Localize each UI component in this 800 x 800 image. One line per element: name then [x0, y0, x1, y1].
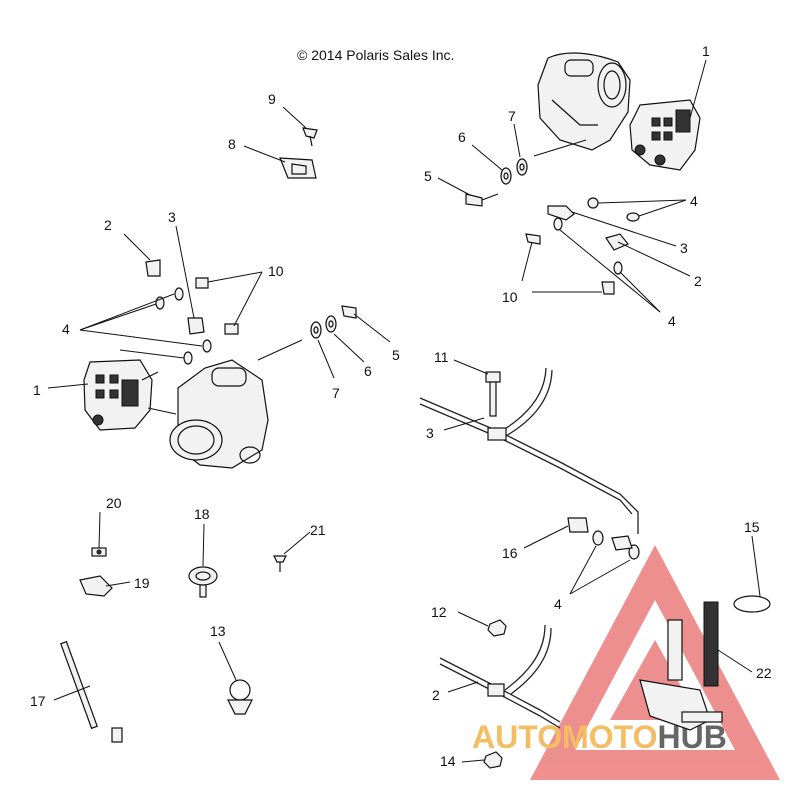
callout-6-right: 6 [458, 129, 466, 145]
caliper-right [629, 99, 701, 171]
washer-4-left-a [174, 287, 184, 301]
callout-17: 17 [30, 693, 46, 709]
callout-10-left: 10 [268, 263, 284, 279]
callout-6-left: 6 [364, 363, 372, 379]
pushpin-13 [227, 679, 253, 715]
banjo-bolt-16 [567, 517, 589, 533]
washer-4-right-d [613, 261, 623, 275]
screw-9 [302, 127, 318, 147]
callout-3-center: 3 [426, 425, 434, 441]
callout-14: 14 [440, 753, 456, 769]
callout-1-left: 1 [33, 382, 41, 398]
watermark-moto: MOTO [562, 719, 657, 755]
banjo-2-left [145, 259, 161, 277]
cable-assembly-3 [419, 367, 639, 534]
callout-4-right-top: 4 [690, 193, 698, 209]
callout-22: 22 [756, 665, 772, 681]
tie-strap-15 [733, 595, 771, 613]
caliper-left [83, 359, 159, 431]
watermark-logo: AUTOMOTOHUB [472, 545, 780, 780]
nut-12 [487, 619, 507, 637]
washer-4-right-a [587, 197, 599, 209]
clip-19 [79, 575, 113, 597]
nut-14 [483, 751, 503, 769]
callout-7-left: 7 [332, 385, 340, 401]
callout-2-left: 2 [104, 217, 112, 233]
callout-5-right: 5 [424, 168, 432, 184]
bolt-10-right-a [525, 233, 541, 245]
watermark-auto: AUTO [472, 719, 562, 755]
fitting-center [611, 535, 633, 551]
callout-1-right: 1 [702, 43, 710, 59]
bolt-11 [485, 371, 501, 417]
screw-20 [91, 547, 107, 557]
bolt-10-left-a [195, 277, 209, 289]
leader-lines [47, 59, 761, 763]
callout-15: 15 [744, 519, 760, 535]
callout-7-right: 7 [508, 108, 516, 124]
callout-2-lower: 2 [432, 687, 440, 703]
washer-4-center-a [592, 530, 604, 546]
master-cylinder [639, 619, 723, 731]
threaded-rod-22 [703, 601, 719, 687]
callout-4-center: 4 [554, 596, 562, 612]
bolt-5-right [465, 193, 499, 207]
copyright-text: © 2014 Polaris Sales Inc. [297, 47, 454, 63]
callout-9: 9 [268, 91, 276, 107]
clamp-18 [188, 566, 218, 598]
callout-8: 8 [228, 136, 236, 152]
bleed-fitting-right [547, 205, 575, 221]
knuckle-right [537, 52, 631, 151]
screw-21 [273, 555, 287, 572]
callout-2-right: 2 [694, 273, 702, 289]
callout-21: 21 [310, 522, 326, 538]
callout-16: 16 [502, 545, 518, 561]
callout-4-left: 4 [62, 321, 70, 337]
callout-19: 19 [134, 575, 150, 591]
callout-10-right: 10 [502, 289, 518, 305]
washer-7-left [310, 321, 322, 339]
callout-20: 20 [106, 495, 122, 511]
bracket-8 [279, 157, 317, 179]
fitting-3-left [187, 317, 205, 335]
washer-6-right [500, 167, 512, 185]
bolt-5-left [341, 305, 357, 319]
cable-assembly-2 [439, 624, 561, 729]
banjo-2-right [605, 233, 629, 251]
washer-6-left [325, 315, 337, 333]
callout-3-right: 3 [680, 240, 688, 256]
callout-11: 11 [434, 349, 449, 365]
callout-13: 13 [210, 623, 226, 639]
washer-4-left-c [202, 339, 212, 353]
washer-7-right [516, 158, 528, 176]
rod-17 [60, 640, 123, 743]
bolt-10-right-b [601, 281, 615, 295]
callout-5-left: 5 [392, 347, 400, 363]
washer-4-right-b [626, 212, 640, 222]
callout-18: 18 [194, 506, 210, 522]
bolt-10-left-b [224, 323, 239, 335]
washer-4-left-d [183, 351, 193, 365]
callout-4-right-bottom: 4 [668, 313, 676, 329]
knuckle-left [169, 359, 269, 469]
washer-4-right-c [553, 217, 563, 231]
callout-3-left: 3 [168, 209, 176, 225]
callouts: 1 9 8 7 6 5 4 3 2 10 4 2 3 10 4 1 7 6 5 … [30, 43, 772, 769]
callout-12: 12 [431, 604, 447, 620]
